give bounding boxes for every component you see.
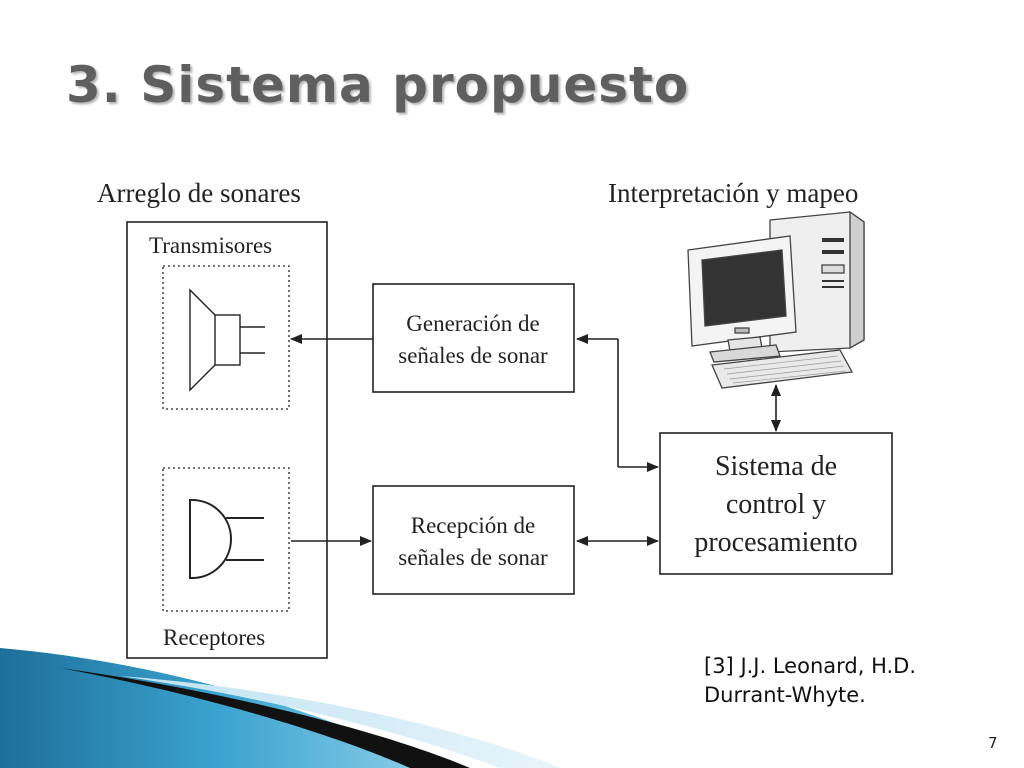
citation-line1: [3] J.J. Leonard, H.D. xyxy=(704,652,916,681)
sonar-array-heading: Arreglo de sonares xyxy=(97,178,301,208)
page-number: 7 xyxy=(988,734,998,752)
slide-title: 3. Sistema propuesto xyxy=(66,56,690,114)
signal-generation-line1: Generación de xyxy=(406,311,539,336)
signal-reception-box xyxy=(372,485,575,595)
citation: [3] J.J. Leonard, H.D. Durrant-Whyte. xyxy=(704,652,916,710)
citation-line2: Durrant-Whyte. xyxy=(704,683,866,707)
citation-authors: J.J. Leonard, H.D. xyxy=(740,654,917,678)
receivers-group xyxy=(162,467,290,612)
transmitters-label: Transmisores xyxy=(149,233,272,258)
control-system-line3: procesamiento xyxy=(694,527,857,558)
control-system-line1: Sistema de xyxy=(715,451,837,482)
arrow-generation-control-link xyxy=(576,334,659,472)
receiver-icon xyxy=(189,499,264,579)
receivers-label: Receptores xyxy=(163,625,265,650)
interpretation-heading: Interpretación y mapeo xyxy=(608,178,858,208)
control-system-line2: control y xyxy=(726,489,826,520)
signal-reception-line2: señales de sonar xyxy=(398,545,548,570)
control-system-box xyxy=(659,432,893,575)
speaker-icon xyxy=(189,288,265,392)
desktop-computer-icon xyxy=(687,210,865,389)
signal-reception-line1: Recepción de xyxy=(411,513,536,538)
sonar-array-box xyxy=(126,221,328,659)
transmitters-group xyxy=(162,265,290,410)
signal-generation-line2: señales de sonar xyxy=(398,343,548,368)
signal-generation-box xyxy=(372,283,575,393)
citation-ref-number: [3] xyxy=(704,654,734,678)
